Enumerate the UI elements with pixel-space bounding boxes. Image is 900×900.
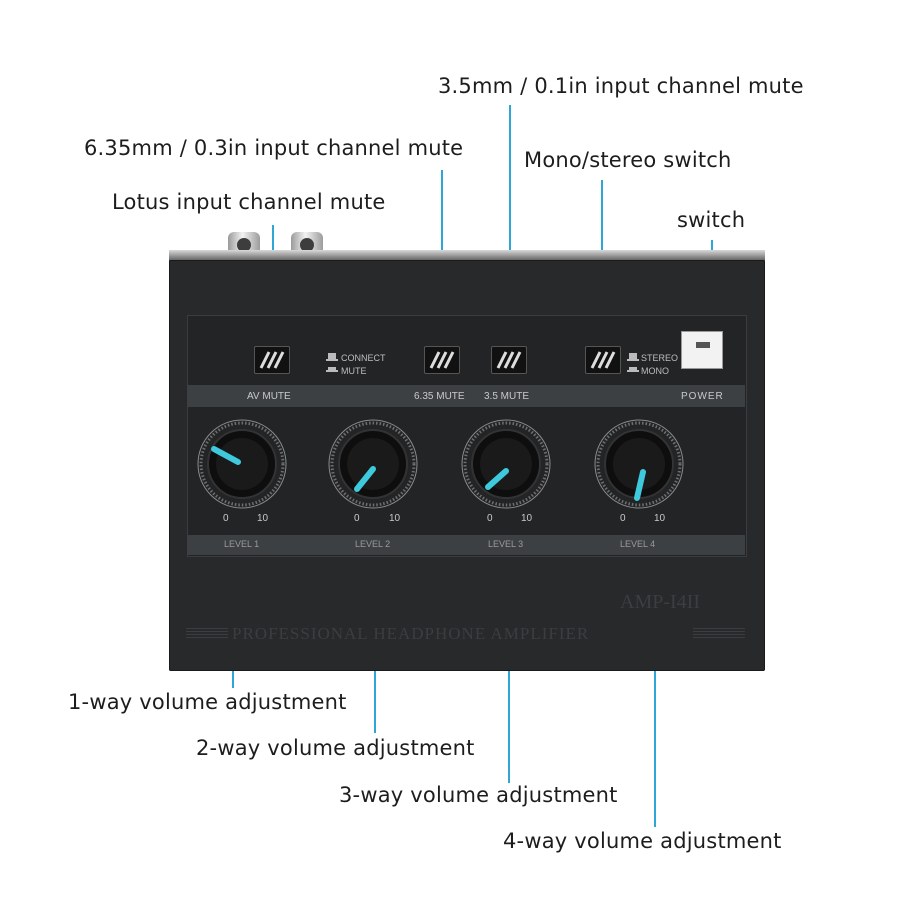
scale-min-3: 0 — [487, 513, 493, 524]
button-state-icon — [627, 353, 639, 372]
level-2-label: LEVEL 2 — [355, 539, 391, 549]
hatch-icon — [590, 351, 616, 369]
callout-lotus-mute: Lotus input channel mute — [112, 190, 386, 214]
leader-35-mute — [509, 105, 511, 345]
level-3-label: LEVEL 3 — [488, 539, 524, 549]
mono-stereo-button[interactable] — [585, 346, 621, 374]
scale-max-3: 10 — [521, 513, 533, 524]
scale-max-4: 10 — [654, 513, 666, 524]
av-mute-button[interactable] — [254, 346, 290, 374]
callout-vol1: 1-way volume adjustment — [68, 690, 347, 714]
callout-vol3: 3-way volume adjustment — [339, 783, 618, 807]
mute-635-label: 6.35 MUTE — [414, 391, 465, 402]
connect-label: CONNECT — [341, 353, 386, 363]
level-strip — [187, 535, 745, 555]
callout-vol2: 2-way volume adjustment — [196, 736, 475, 760]
power-label: POWER — [681, 391, 724, 402]
scale-min-2: 0 — [354, 513, 360, 524]
mono-label: MONO — [641, 366, 669, 376]
level-1-label: LEVEL 1 — [224, 539, 260, 549]
model-name: AMP-I4II — [620, 591, 700, 613]
hatch-icon — [429, 351, 455, 369]
hatch-icon — [496, 351, 522, 369]
callout-mono-stereo: Mono/stereo switch — [524, 148, 732, 172]
power-switch[interactable] — [681, 331, 723, 369]
hatch-icon — [259, 351, 285, 369]
callout-vol4: 4-way volume adjustment — [503, 829, 782, 853]
mute-label: MUTE — [341, 366, 367, 376]
level-1-knob[interactable] — [196, 418, 288, 510]
level-3-knob[interactable] — [460, 418, 552, 510]
av-mute-label: AV MUTE — [247, 391, 291, 402]
scale-min-1: 0 — [223, 513, 229, 524]
mute-35-button[interactable] — [491, 346, 527, 374]
brand-stripes-right — [693, 628, 745, 640]
label-strip — [187, 385, 745, 407]
mute-635-button[interactable] — [424, 346, 460, 374]
callout-35-mute: 3.5mm / 0.1in input channel mute — [438, 74, 804, 98]
callout-635-mute: 6.35mm / 0.3in input channel mute — [84, 136, 464, 160]
mute-35-label: 3.5 MUTE — [484, 391, 530, 402]
level-4-label: LEVEL 4 — [620, 539, 656, 549]
level-2-knob[interactable] — [327, 418, 419, 510]
scale-max-1: 10 — [257, 513, 269, 524]
scale-min-4: 0 — [620, 513, 626, 524]
callout-switch: switch — [677, 208, 746, 232]
brand-stripes-left — [186, 628, 228, 640]
scale-max-2: 10 — [389, 513, 401, 524]
button-state-icon — [326, 353, 338, 372]
tagline: PROFESSIONAL HEADPHONE AMPLIFIER — [232, 624, 590, 643]
stereo-label: STEREO — [641, 353, 679, 363]
level-4-knob[interactable] — [593, 418, 685, 510]
